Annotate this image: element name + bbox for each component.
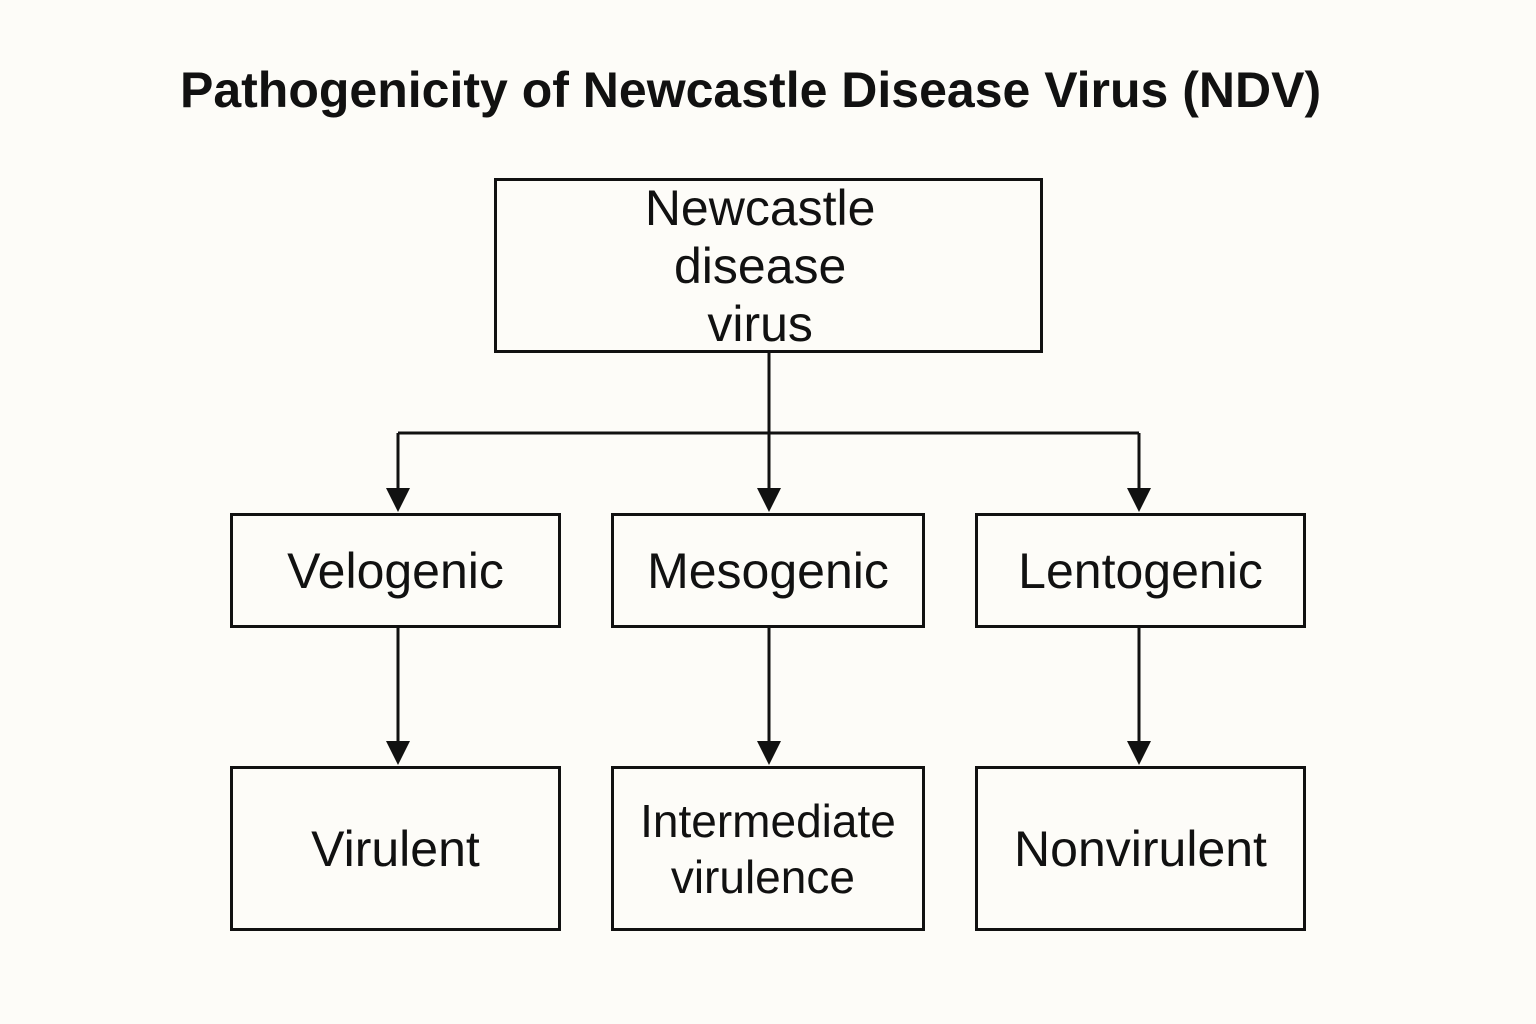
- node-nonvirulent: Nonvirulent: [975, 766, 1306, 931]
- node-mesogenic: Mesogenic: [611, 513, 925, 628]
- node-virulent: Virulent: [230, 766, 561, 931]
- arrowhead-virulent: [386, 741, 410, 765]
- arrowhead-intermediate: [757, 741, 781, 765]
- node-velogenic: Velogenic: [230, 513, 561, 628]
- node-root-line2: virus: [707, 295, 813, 352]
- node-lentogenic: Lentogenic: [975, 513, 1306, 628]
- node-mesogenic-label: Mesogenic: [647, 542, 889, 599]
- arrowhead-lentogenic: [1127, 488, 1151, 512]
- node-newcastle-disease-virus: Newcastle disease virus: [494, 178, 1043, 353]
- arrowhead-velogenic: [386, 488, 410, 512]
- node-intermediate-virulence: Intermediate virulence: [611, 766, 925, 931]
- arrowhead-mesogenic: [757, 488, 781, 512]
- diagram-title: Pathogenicity of Newcastle Disease Virus…: [180, 62, 1322, 118]
- node-virulent-label: Virulent: [311, 820, 480, 877]
- arrowhead-nonvirulent: [1127, 741, 1151, 765]
- node-intermediate-line1: Intermediate: [640, 794, 896, 847]
- node-root-line1: Newcastle disease: [644, 179, 876, 294]
- node-nonvirulent-label: Nonvirulent: [1014, 820, 1267, 877]
- node-intermediate-line2: virulence: [670, 850, 855, 903]
- node-velogenic-label: Velogenic: [287, 542, 504, 599]
- node-lentogenic-label: Lentogenic: [1018, 542, 1263, 599]
